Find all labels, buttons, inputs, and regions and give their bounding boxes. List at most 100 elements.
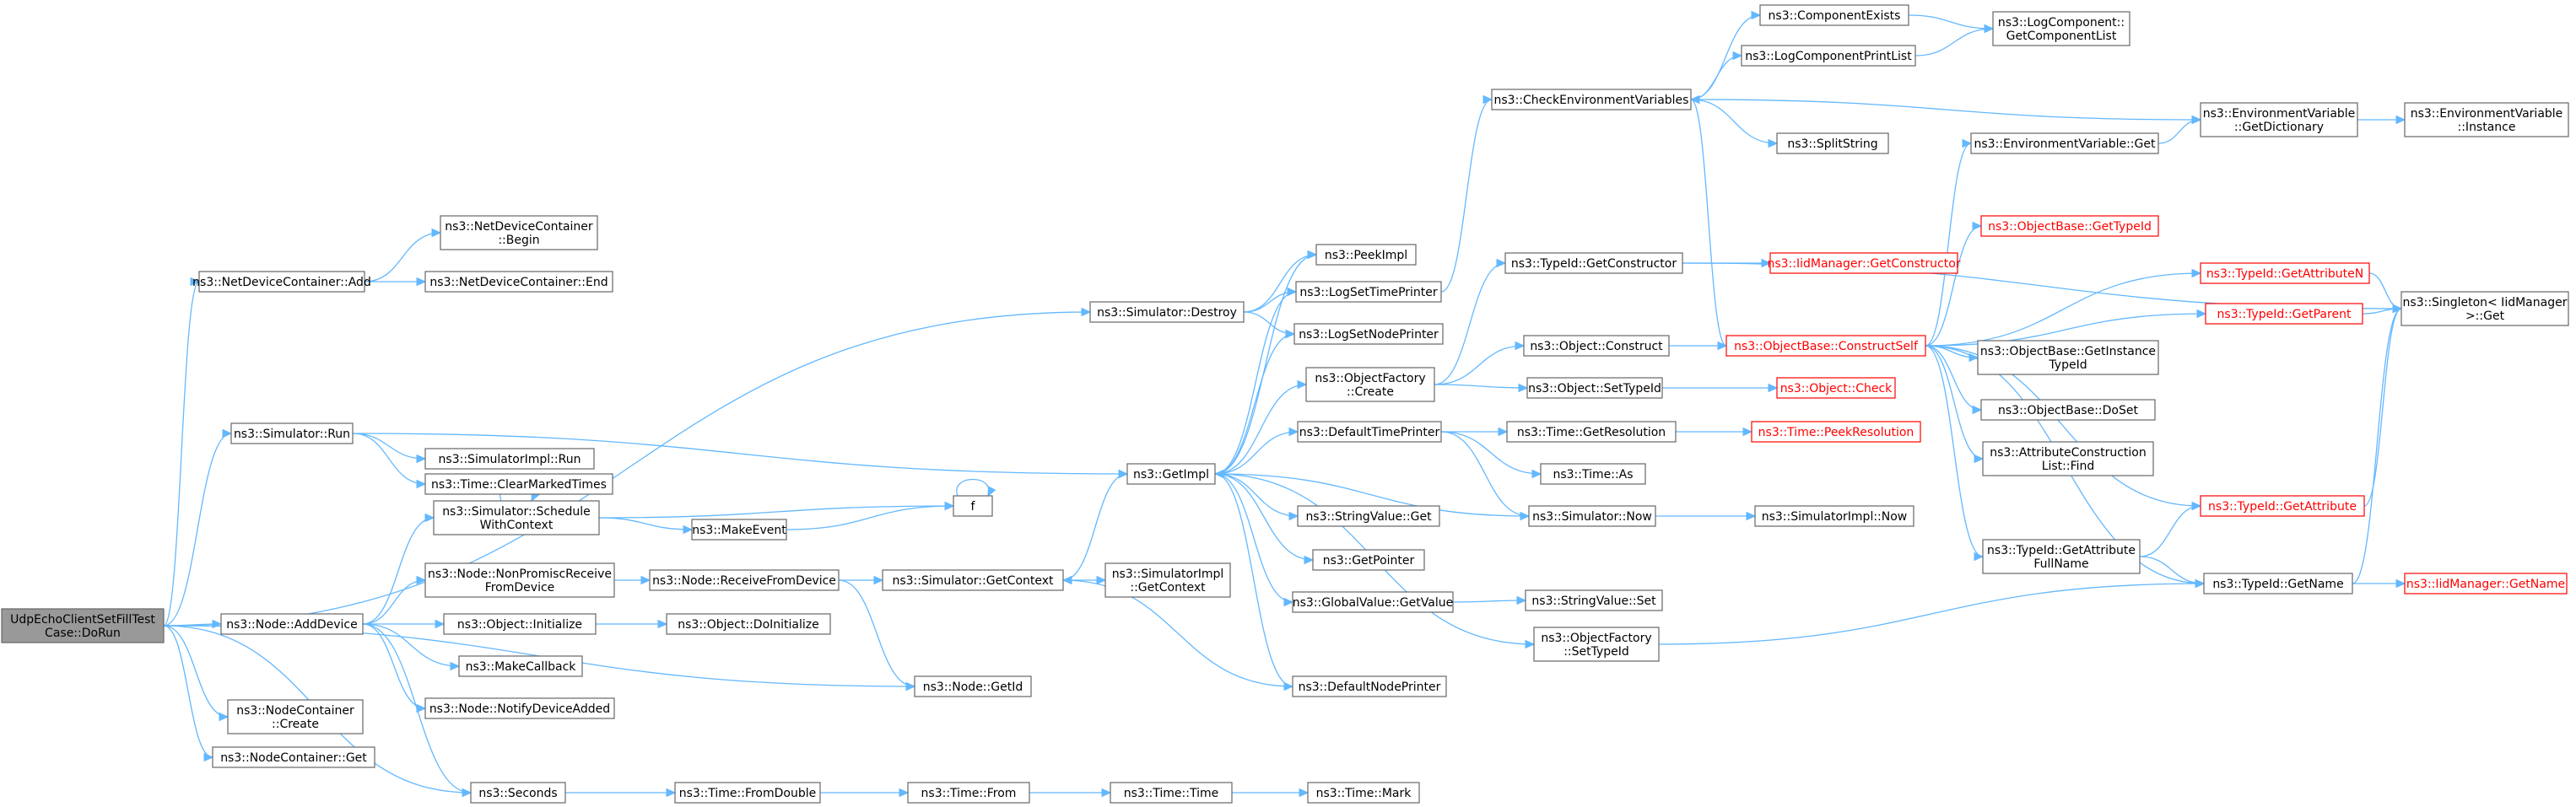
node-makeevent[interactable]: ns3::MakeEvent <box>691 519 787 541</box>
edge-root-to-ndc_add <box>163 281 200 627</box>
node-box <box>230 422 354 444</box>
node-box <box>2205 303 2363 325</box>
node-simimpl_now[interactable]: ns3::SimulatorImpl::Now <box>1754 505 1914 527</box>
edge-typeid_getattrfull-to-typeid_getname <box>2139 556 2205 584</box>
node-typeid_getname[interactable]: ns3::TypeId::GetName <box>2203 573 2353 594</box>
edge-objfactory_create-to-typeid_getctor-arrowhead <box>1496 258 1507 268</box>
node-logsetnode[interactable]: ns3::LogSetNodePrinter <box>1293 323 1444 345</box>
edge-time_getres-to-time_peekres-arrowhead <box>1742 427 1753 437</box>
node-sim_run[interactable]: ns3::Simulator::Run <box>230 422 354 444</box>
node-objfactory_create[interactable]: ns3::ObjectFactory::Create <box>1305 367 1435 402</box>
node-peekimpl[interactable]: ns3::PeekImpl <box>1315 244 1417 266</box>
node-label: ns3::Simulator::Run <box>234 428 350 441</box>
node-objbase_doset[interactable]: ns3::ObjectBase::DoSet <box>1980 399 2156 421</box>
node-fromdouble[interactable]: ns3::Time::FromDouble <box>674 782 821 804</box>
node-simimpl_getctx[interactable]: ns3::SimulatorImpl::GetContext <box>1104 562 1231 598</box>
node-nc_create[interactable]: ns3::NodeContainer::Create <box>227 699 364 734</box>
node-compexists[interactable]: ns3::ComponentExists <box>1759 4 1909 26</box>
node-ndc_begin[interactable]: ns3::NetDeviceContainer::Begin <box>440 215 598 250</box>
node-time_mark[interactable]: ns3::Time::Mark <box>1307 782 1420 804</box>
node-getpointer[interactable]: ns3::GetPointer <box>1312 549 1425 571</box>
node-notifydev[interactable]: ns3::Node::NotifyDeviceAdded <box>424 697 615 719</box>
node-label: ns3::StringValue::Get <box>1305 510 1432 524</box>
node-box <box>1776 132 1889 154</box>
node-defnodeprinter[interactable]: ns3::DefaultNodePrinter <box>1292 675 1447 697</box>
node-obj_construct[interactable]: ns3::Object::Construct <box>1523 335 1670 357</box>
node-splitstring[interactable]: ns3::SplitString <box>1776 132 1889 154</box>
node-time_time[interactable]: ns3::Time::Time <box>1110 782 1233 804</box>
node-logcomp_getlist[interactable]: ns3::LogComponent::GetComponentList <box>1992 11 2130 46</box>
node-typeid_getctor[interactable]: ns3::TypeId::GetConstructor <box>1504 252 1683 274</box>
node-obj_init[interactable]: ns3::Object::Initialize <box>443 613 597 635</box>
edge-ndc_add-to-ndc_begin <box>364 232 441 282</box>
node-time_clear[interactable]: ns3::Time::ClearMarkedTimes <box>424 473 613 495</box>
node-ndc_end[interactable]: ns3::NetDeviceContainer::End <box>424 271 613 293</box>
node-typeid_getattrn[interactable]: ns3::TypeId::GetAttributeN <box>2200 262 2370 284</box>
node-label: ns3::ObjectFactory <box>1541 632 1651 645</box>
node-f[interactable]: f <box>953 495 993 517</box>
node-objfactory_settypeid[interactable]: ns3::ObjectFactory::SetTypeId <box>1533 627 1660 662</box>
node-label: ns3::Object::Construct <box>1530 340 1663 353</box>
node-nc_get[interactable]: ns3::NodeContainer::Get <box>212 746 375 768</box>
node-time_peekres[interactable]: ns3::Time::PeekResolution <box>1751 421 1921 443</box>
node-time_as[interactable]: ns3::Time::As <box>1540 463 1646 485</box>
node-label: ns3::ObjectBase::GetTypeId <box>1988 220 2152 234</box>
node-envvar_instance[interactable]: ns3::EnvironmentVariable::Instance <box>2404 102 2569 137</box>
node-label: ns3::LogComponentPrintList <box>1745 50 1912 63</box>
node-node_adddev[interactable]: ns3::Node::AddDevice <box>220 613 364 635</box>
node-typeid_getattr[interactable]: ns3::TypeId::GetAttribute <box>2200 495 2365 517</box>
edge-sim_now-to-getimpl-arrowhead <box>1213 469 1224 479</box>
node-singleton_get[interactable]: ns3::Singleton< IidManager>::Get <box>2400 291 2569 326</box>
node-getimpl[interactable]: ns3::GetImpl <box>1126 463 1216 485</box>
node-globalvalue_get[interactable]: ns3::GlobalValue::GetValue <box>1292 591 1454 613</box>
node-box <box>1110 782 1233 804</box>
node-simimpl_run[interactable]: ns3::SimulatorImpl::Run <box>424 448 595 470</box>
node-makecb[interactable]: ns3::MakeCallback <box>458 655 583 677</box>
edge-sched-to-makeevent-arrowhead <box>683 525 694 535</box>
node-obj_doinit[interactable]: ns3::Object::DoInitialize <box>666 613 831 635</box>
node-stringvalue_set[interactable]: ns3::StringValue::Set <box>1525 589 1663 611</box>
node-node_getid[interactable]: ns3::Node::GetId <box>914 675 1032 697</box>
node-label: ns3::Node::NotifyDeviceAdded <box>429 702 610 716</box>
node-deftimeprinter[interactable]: ns3::DefaultTimePrinter <box>1297 421 1442 443</box>
node-logsettime[interactable]: ns3::LogSetTimePrinter <box>1295 281 1442 303</box>
edge-node_adddev-to-sched-arrowhead <box>424 513 435 523</box>
node-box <box>1533 627 1660 662</box>
node-seconds[interactable]: ns3::Seconds <box>470 782 566 804</box>
node-logcompprint[interactable]: ns3::LogComponentPrintList <box>1741 45 1916 67</box>
node-obj_check[interactable]: ns3::Object::Check <box>1776 377 1896 399</box>
node-ndc_add[interactable]: ns3::NetDeviceContainer::Add <box>192 271 371 293</box>
node-envvar_getdict[interactable]: ns3::EnvironmentVariable::GetDictionary <box>2200 102 2358 137</box>
edge-getimpl-to-objfactory_create <box>1214 384 1307 475</box>
node-getcontext[interactable]: ns3::Simulator::GetContext <box>882 569 1064 591</box>
node-obj_settypeid[interactable]: ns3::Object::SetTypeId <box>1526 377 1663 399</box>
node-label: ns3::Time::PeekResolution <box>1758 426 1914 439</box>
node-box <box>1104 562 1231 598</box>
node-time_from[interactable]: ns3::Time::From <box>907 782 1030 804</box>
node-sim_now[interactable]: ns3::Simulator::Now <box>1528 505 1656 527</box>
node-iidmgr_getname[interactable]: ns3::IidManager::GetName <box>2404 573 2568 594</box>
edge-typeid_getattr-to-singleton_get <box>2363 308 2402 507</box>
node-objbase_gettypeid[interactable]: ns3::ObjectBase::GetTypeId <box>1980 215 2159 237</box>
edge-sched-to-makeevent <box>598 517 693 530</box>
node-box <box>212 746 375 768</box>
node-typeid_getparent[interactable]: ns3::TypeId::GetParent <box>2205 303 2363 325</box>
node-recvfrom[interactable]: ns3::Node::ReceiveFromDevice <box>649 569 840 591</box>
node-sim_destroy[interactable]: ns3::Simulator::Destroy <box>1089 301 1245 323</box>
node-label: ns3::Time::Mark <box>1316 787 1412 800</box>
node-checkenv[interactable]: ns3::CheckEnvironmentVariables <box>1491 89 1692 110</box>
edge-makeevent-to-f <box>786 505 954 530</box>
node-time_getres[interactable]: ns3::Time::GetResolution <box>1506 421 1677 443</box>
node-objbase_construct[interactable]: ns3::ObjectBase::ConstructSelf <box>1725 335 1926 357</box>
node-stringvalue_get[interactable]: ns3::StringValue::Get <box>1297 505 1440 527</box>
node-envvar_get[interactable]: ns3::EnvironmentVariable::Get <box>1970 132 2159 154</box>
node-label: ::Begin <box>498 234 539 247</box>
node-iidmgr_getctor[interactable]: ns3::IidManager::GetConstructor <box>1767 252 1961 274</box>
edge-node_adddev-to-makecb <box>362 623 460 667</box>
